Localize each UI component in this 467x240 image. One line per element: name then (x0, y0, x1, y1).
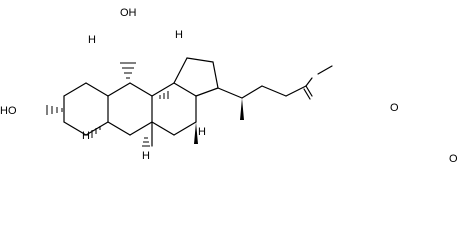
ester-o-label: O (390, 102, 399, 114)
ring-c (151, 82, 197, 136)
oh-top-label: OH (120, 7, 137, 19)
h5-label: H (88, 34, 96, 46)
c3-oh-hash (46, 105, 63, 115)
oh-left-label: HO (0, 105, 17, 117)
methyl-c13-wedge (194, 122, 198, 144)
side-chain (217, 65, 333, 100)
structure-canvas: OH HO H H H H H O O (0, 7, 458, 165)
h14-label: H (198, 126, 206, 138)
h17-label: H (142, 150, 150, 162)
h8-label: H (175, 29, 183, 41)
c7-oh-hash (120, 62, 136, 79)
h9-label: H (82, 130, 90, 142)
methyl-c20-wedge (240, 98, 244, 120)
ring-d (173, 57, 219, 97)
carbonyl-o-label: O (449, 153, 458, 165)
ring-b (107, 82, 153, 136)
ring-a (63, 82, 109, 136)
molecule-diagram: OH HO H H H H H O O (0, 7, 458, 165)
h-hashes (91, 91, 169, 147)
